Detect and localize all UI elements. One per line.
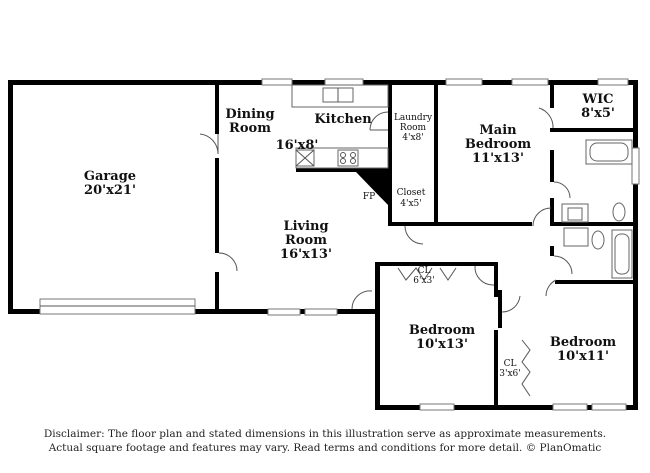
- closet-name: Closet: [397, 188, 426, 198]
- kitchen-fixtures: [291, 84, 389, 169]
- disclaimer-line-2: Actual square footage and features may v…: [48, 442, 602, 454]
- cl-right-name: CL: [504, 359, 517, 369]
- garage-dims: 20'x21': [84, 183, 136, 198]
- cl-left-dims: 6'x3': [413, 276, 434, 286]
- room-labels: Garage 20'x21' Dining Room Kitchen 16'x8…: [84, 92, 616, 379]
- kitchen-dims: 16'x8': [276, 138, 319, 153]
- dining-name-2: Room: [229, 121, 271, 136]
- main-bedroom-dims: 11'x13': [472, 151, 524, 166]
- interior-walls: [215, 84, 633, 408]
- kitchen-name: Kitchen: [314, 112, 372, 127]
- dining-name-1: Dining: [225, 107, 274, 122]
- wic-name: WIC: [581, 92, 613, 107]
- living-name-2: Room: [285, 233, 327, 248]
- fireplace-label: FP: [363, 192, 375, 202]
- bedroom-right-name: Bedroom: [550, 335, 617, 350]
- laundry-name-2: Room: [400, 123, 427, 133]
- bedroom-left-name: Bedroom: [409, 323, 476, 338]
- closet-dims: 4'x5': [400, 199, 421, 209]
- main-bedroom-name-1: Main: [479, 123, 517, 138]
- main-bedroom-name-2: Bedroom: [465, 137, 532, 152]
- laundry-dims: 4'x8': [402, 133, 423, 143]
- bathroom-fixtures: [561, 139, 633, 279]
- doors: [199, 107, 573, 397]
- garage-name: Garage: [84, 169, 136, 184]
- wic-dims: 8'x5': [581, 106, 615, 121]
- living-name-1: Living: [283, 219, 328, 234]
- cl-left-name: CL: [418, 266, 431, 276]
- windows: [39, 78, 640, 411]
- living-dims: 16'x13': [280, 247, 332, 262]
- laundry-name-1: Laundry: [394, 113, 433, 123]
- cl-right-dims: 3'x6': [499, 369, 520, 379]
- disclaimer-line-1: Disclaimer: The floor plan and stated di…: [43, 428, 607, 440]
- bedroom-left-dims: 10'x13': [416, 337, 468, 352]
- fireplace-icon: [356, 172, 388, 205]
- bedroom-right-dims: 10'x11': [557, 349, 609, 364]
